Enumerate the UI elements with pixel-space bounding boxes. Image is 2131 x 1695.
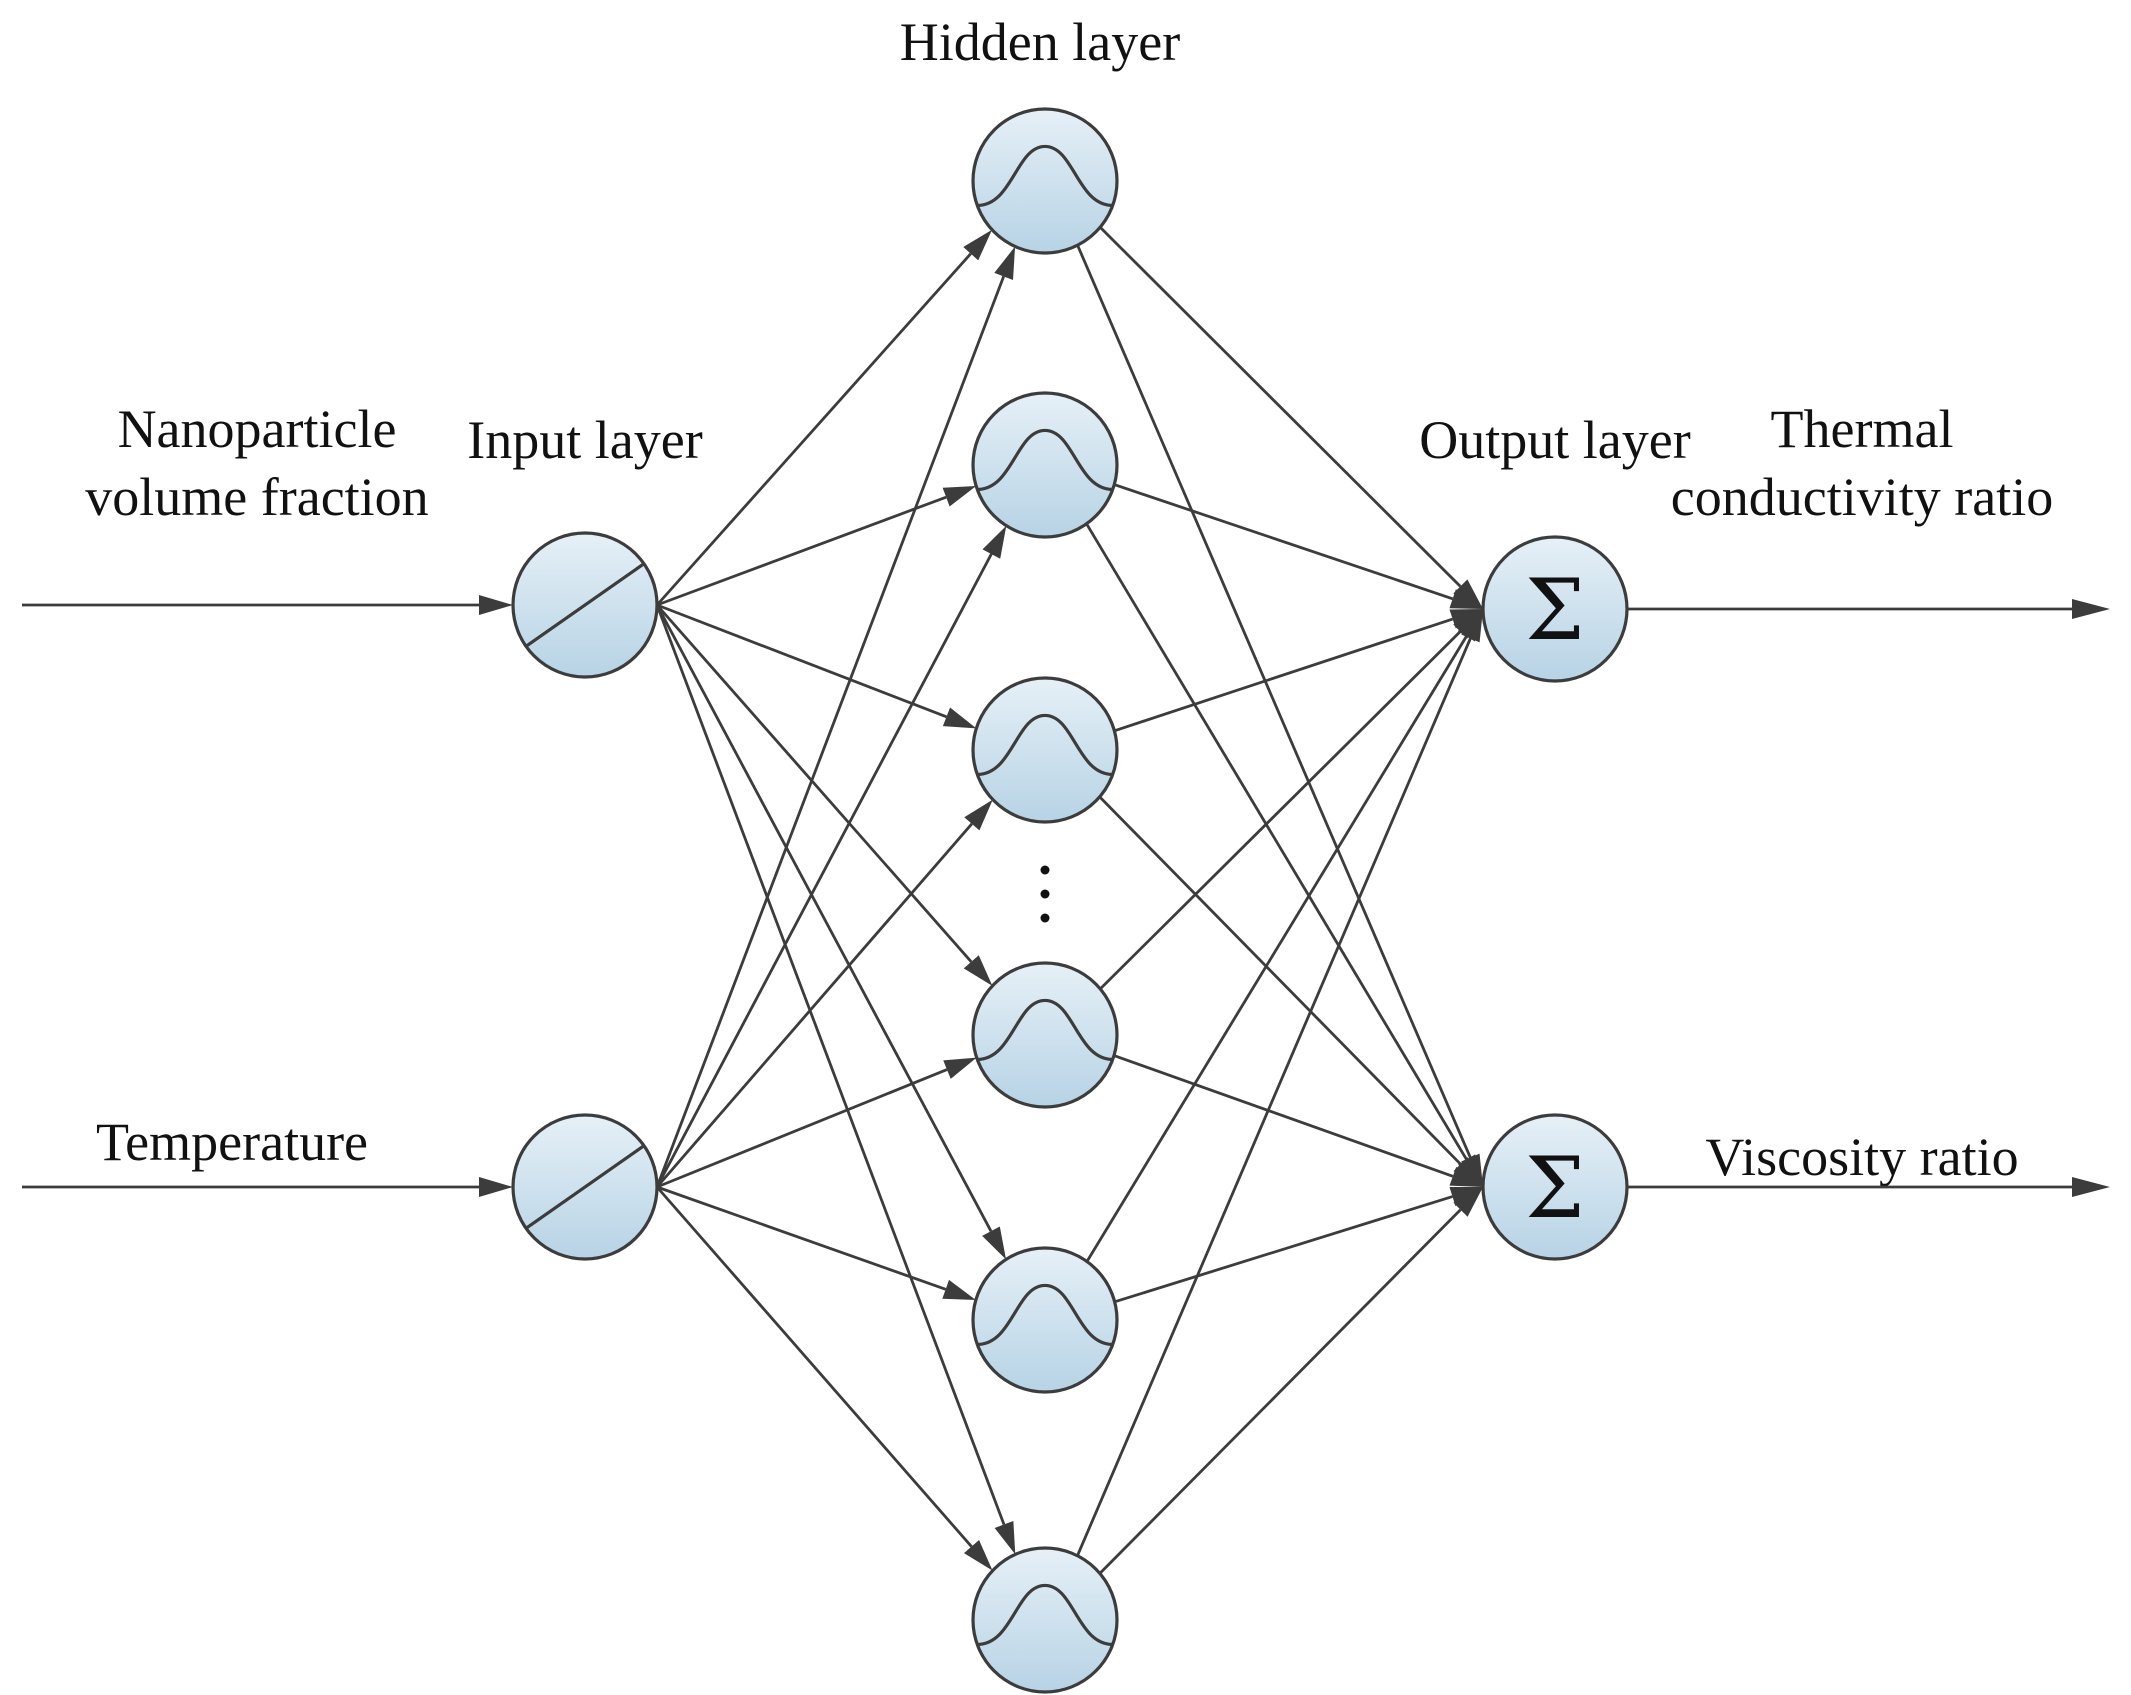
- output-label-viscosity-ratio: Viscosity ratio: [1705, 1127, 2018, 1187]
- input-to-hidden-connection-1-3: [656, 1057, 977, 1189]
- input-to-hidden-connection-1-2: [655, 799, 993, 1188]
- hidden-to-output-connection-3-0: [1099, 609, 1483, 990]
- input-layer-title: Input layer: [467, 410, 702, 470]
- hidden-to-output-connection-1-1: [1085, 523, 1483, 1187]
- hidden-layer-title: Hidden layer: [900, 12, 1180, 72]
- sigma-symbol: Σ: [1525, 561, 1584, 659]
- input-to-hidden-connection-0-0: [655, 229, 993, 606]
- output-node-0: Σ: [1481, 535, 1629, 683]
- bell-curve-icon: [977, 428, 1113, 492]
- hidden-layer-ellipsis: [1040, 865, 1050, 923]
- bell-curve-icon: [977, 998, 1113, 1062]
- input-to-hidden-connection-1-0: [655, 246, 1016, 1188]
- input-to-hidden-connection-1-1: [655, 525, 1007, 1188]
- hidden-node-1: [971, 391, 1119, 539]
- input-node-0: [511, 531, 659, 679]
- input-to-hidden-connection-0-5: [655, 604, 1016, 1555]
- hidden-to-output-connection-2-1: [1098, 795, 1483, 1187]
- input-arrow-1: [22, 1177, 513, 1197]
- linear-icon: [525, 562, 645, 648]
- input-to-hidden-connection-0-3: [655, 604, 993, 986]
- input-to-hidden-connection-0-4: [655, 604, 1007, 1260]
- input-node-1: [511, 1113, 659, 1261]
- hidden-to-output-connection-2-0: [1113, 609, 1483, 733]
- output-layer-title: Output layer: [1419, 410, 1690, 470]
- hidden-to-output-connection-3-1: [1113, 1054, 1483, 1187]
- hidden-to-output-connection-5-1: [1098, 1187, 1483, 1575]
- hidden-to-output-connection-4-0: [1085, 609, 1483, 1263]
- hidden-node-3: [971, 961, 1119, 1109]
- input-label-temperature: Temperature: [96, 1112, 368, 1172]
- bell-curve-icon: [977, 713, 1113, 777]
- output-arrow-1: [1627, 1177, 2110, 1197]
- bell-curve-icon: [977, 1583, 1113, 1647]
- output-node-1: Σ: [1481, 1113, 1629, 1261]
- hidden-node-0: [971, 107, 1119, 255]
- bell-curve-icon: [977, 1283, 1113, 1347]
- linear-icon: [525, 1144, 645, 1230]
- hidden-node-4: [971, 1246, 1119, 1394]
- input-to-hidden-connection-0-2: [656, 603, 977, 729]
- input-to-hidden-connection-1-5: [655, 1186, 993, 1571]
- input-arrow-0: [22, 595, 513, 615]
- bell-curve-icon: [977, 144, 1113, 208]
- hidden-to-output-connection-5-0: [1076, 609, 1483, 1557]
- hidden-to-output-connection-1-0: [1113, 483, 1483, 609]
- input-to-hidden-connection-0-1: [656, 485, 977, 607]
- hidden-node-2: [971, 676, 1119, 824]
- output-arrow-0: [1627, 599, 2110, 619]
- nodes: ΣΣ: [511, 107, 1629, 1694]
- hidden-to-output-connection-0-1: [1076, 244, 1483, 1187]
- hidden-to-output-connection-0-0: [1099, 226, 1483, 609]
- input-to-hidden-connection-1-4: [656, 1185, 976, 1301]
- connections: [22, 226, 2110, 1575]
- sigma-symbol: Σ: [1525, 1139, 1584, 1237]
- hidden-node-5: [971, 1546, 1119, 1694]
